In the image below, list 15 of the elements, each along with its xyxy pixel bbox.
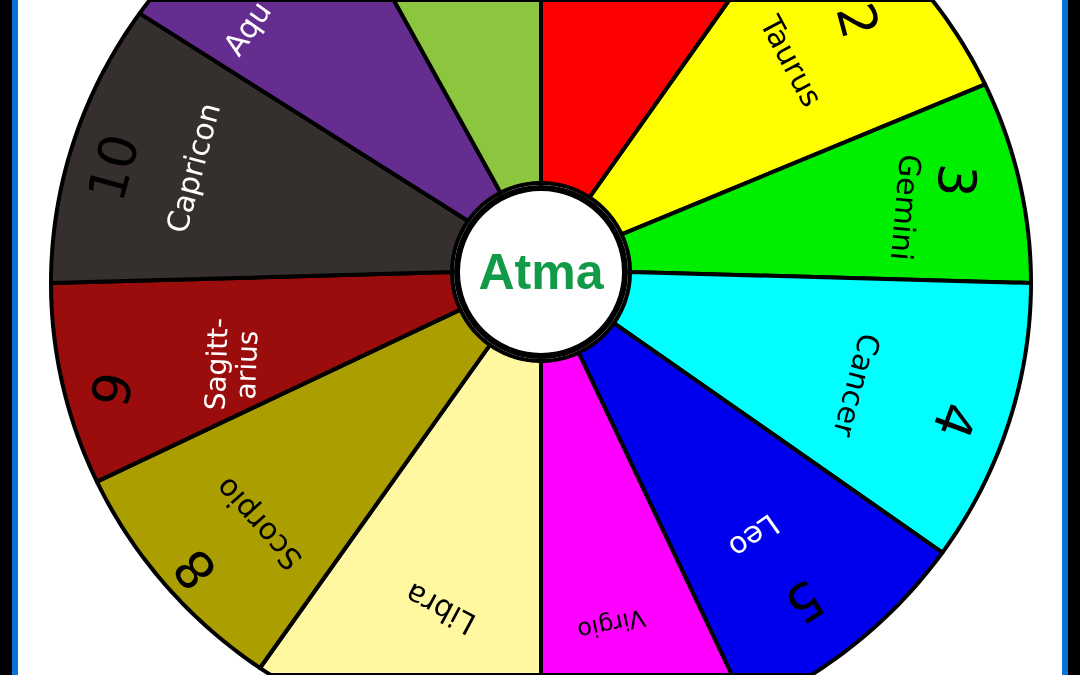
zodiac-segment bbox=[391, 0, 543, 195]
sign-name: Gemini bbox=[885, 152, 928, 262]
sign-number: 2 bbox=[825, 0, 890, 44]
sign-name: Virgio bbox=[575, 604, 648, 645]
sign-name: Leo bbox=[723, 508, 786, 566]
sign-number: 3 bbox=[926, 161, 987, 200]
zodiac-segment bbox=[539, 0, 732, 200]
sign-number: 5 bbox=[775, 568, 834, 635]
center-label: Atma bbox=[478, 243, 604, 301]
sign-name: Sagitt- arius bbox=[199, 316, 266, 413]
sign-name: Cancer bbox=[827, 330, 887, 441]
sign-number: 4 bbox=[921, 394, 987, 446]
sign-number: 9 bbox=[81, 367, 144, 412]
zodiac-segment bbox=[611, 270, 1033, 555]
sign-number: 8 bbox=[162, 538, 228, 601]
